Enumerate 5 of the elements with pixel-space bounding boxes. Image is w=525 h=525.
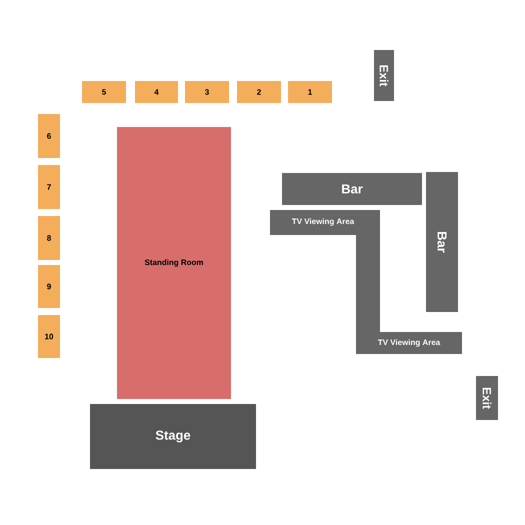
bar-area: Bar bbox=[426, 172, 458, 312]
bar-area: Bar bbox=[282, 173, 422, 205]
exit-sign: Exit bbox=[476, 376, 498, 420]
stage: Stage bbox=[90, 404, 256, 469]
exit-sign: Exit bbox=[374, 50, 394, 101]
